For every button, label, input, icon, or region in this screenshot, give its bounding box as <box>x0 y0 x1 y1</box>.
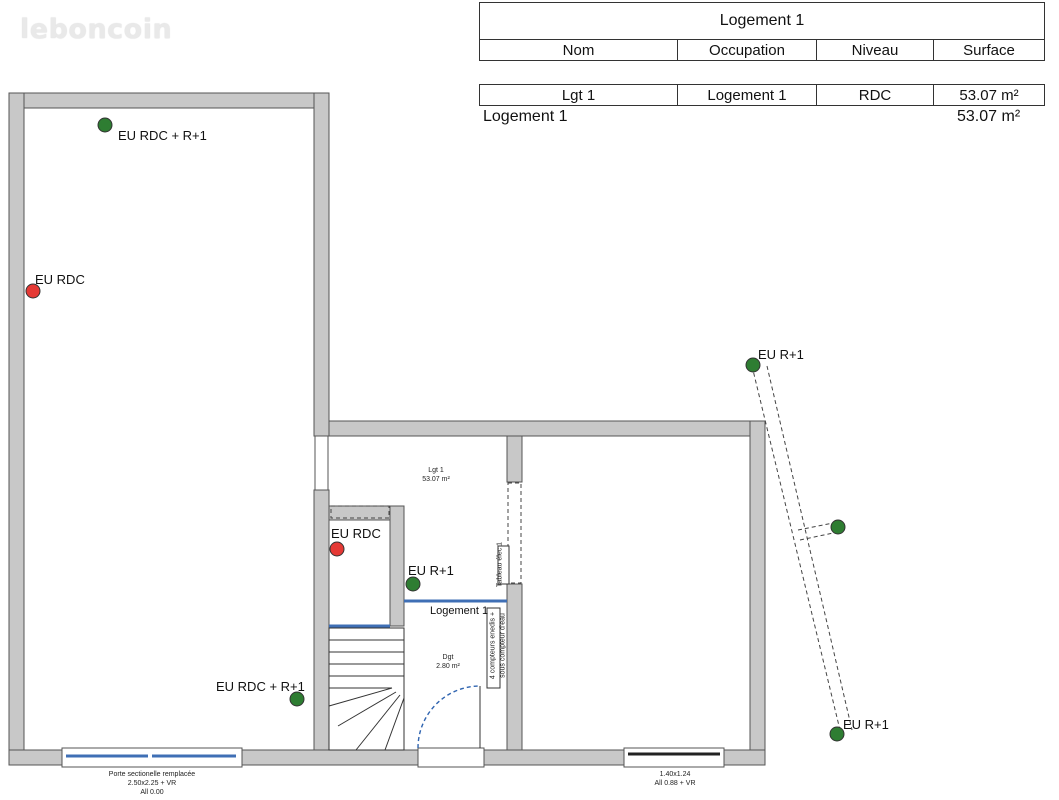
total-value: 53.07 m² <box>957 108 1021 125</box>
tableau-note: Tableau élec 1 <box>496 541 504 588</box>
room-dgt-name: Dgt <box>442 654 454 661</box>
logement-label: Logement 1 <box>430 605 489 617</box>
drain-points <box>25 117 846 742</box>
front-door-opening <box>417 747 485 768</box>
header-niveau: Niveau <box>816 39 934 61</box>
wall-top-left <box>8 92 330 109</box>
room-lgt-area: 53.07 m² <box>422 476 450 483</box>
schedule-row: Lgt 1 Logement 1 RDC 53.07 m² <box>479 84 1045 106</box>
drain-label-3: EU R+1 <box>758 347 804 362</box>
drain-label-5: EU R+1 <box>408 563 454 578</box>
wall-right <box>749 420 766 766</box>
drain-label-1: EU RDC + R+1 <box>118 128 207 143</box>
cell-surface: 53.07 m² <box>933 84 1045 106</box>
wall-partition-upper <box>506 435 523 483</box>
wall-mid-lower <box>313 489 330 766</box>
dashed-shafts <box>330 365 853 731</box>
drain-label-8: EU R+1 <box>843 717 889 732</box>
total-label: Logement 1 <box>483 108 568 125</box>
drain-point <box>289 691 305 707</box>
window-opening <box>623 747 725 768</box>
room-lgt-name: Lgt 1 <box>428 467 444 474</box>
compteurs-note-2: sous compteur d'eau <box>499 613 507 678</box>
walls <box>8 92 766 766</box>
drain-point <box>405 576 421 592</box>
drain-point <box>25 283 41 299</box>
schedule-title: Logement 1 <box>479 2 1045 40</box>
header-nom: Nom <box>479 39 678 61</box>
door-swing <box>417 685 481 749</box>
drain-point <box>97 117 113 133</box>
header-occupation: Occupation <box>677 39 817 61</box>
wall-stair-right <box>389 505 405 627</box>
drain-label-6: EU RDC + R+1 <box>216 679 305 694</box>
schedule-table: Logement 1 Nom Occupation Niveau Surface <box>479 2 1045 61</box>
wall-gap-upper <box>314 435 329 491</box>
drain-point <box>329 541 345 557</box>
boxes <box>486 545 510 689</box>
tableau-box <box>497 545 510 585</box>
wall-top-right <box>328 420 766 437</box>
compteurs-note-1: 4 compteurs enedis + <box>489 611 497 680</box>
porte-note-1: Porte sectionelle remplacée <box>108 771 196 778</box>
drain-label-4: EU RDC <box>331 526 381 541</box>
header-surface: Surface <box>933 39 1045 61</box>
room-dgt-area: 2.80 m² <box>436 663 460 670</box>
wall-partition-lower <box>506 583 523 766</box>
drain-point <box>745 357 761 373</box>
cell-nom: Lgt 1 <box>479 84 678 106</box>
fenetre-note-1: 1.40x1.24 <box>659 771 691 778</box>
wall-mid-upper <box>313 92 330 437</box>
drain-point <box>830 519 846 535</box>
cell-niveau: RDC <box>816 84 934 106</box>
drain-label-2: EU RDC <box>35 272 85 287</box>
watermark-logo: leboncoin <box>20 14 173 45</box>
drain-point <box>829 726 845 742</box>
porte-note-3: All 0.00 <box>140 789 164 796</box>
stairs <box>328 627 405 751</box>
wall-left <box>8 92 25 766</box>
compteurs-box <box>486 607 501 689</box>
fenetre-note-2: All 0.88 + VR <box>654 780 696 787</box>
cell-occupation: Logement 1 <box>677 84 817 106</box>
porte-note-2: 2.50x2.25 + VR <box>127 780 177 787</box>
window-lines <box>66 599 507 758</box>
